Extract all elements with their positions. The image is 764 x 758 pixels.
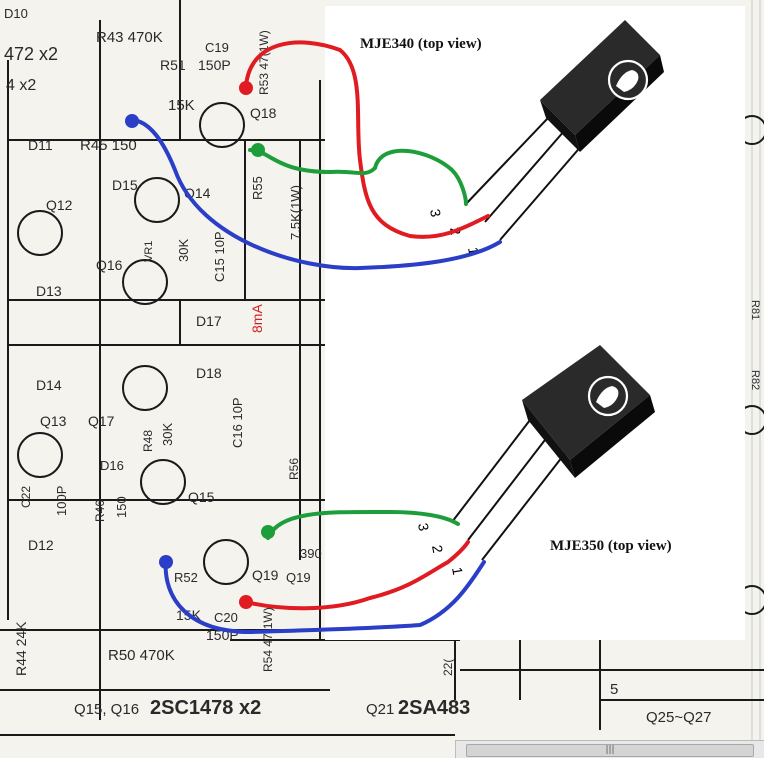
label-num22: 22( — [441, 659, 455, 676]
horizontal-scrollbar[interactable]: ||| — [455, 740, 764, 758]
label-num5: 5 — [610, 681, 618, 698]
label-c19-val: 150P — [198, 57, 231, 73]
mje340-base-solder-icon — [125, 114, 139, 128]
mje350-base-solder-icon — [159, 555, 173, 569]
label-r43: R43 470K — [96, 29, 163, 46]
overlay-panel-bottom — [325, 328, 745, 640]
mje350-emitter-wire — [266, 509, 460, 540]
label-r44: R44 24K — [13, 621, 29, 676]
mje340-pin-3: 3 — [427, 208, 444, 219]
label-current: 8mA — [249, 304, 265, 333]
label-q19: Q19 — [252, 567, 279, 583]
label-q16: Q16 — [96, 257, 123, 273]
label-footer-q25: Q25~Q27 — [646, 709, 711, 726]
mje350-pin-1: 1 — [449, 566, 466, 577]
mje350-title: MJE350 (top view) — [550, 538, 672, 554]
label-vr1-val: 30K — [176, 239, 191, 262]
label-c20: C20 — [214, 610, 238, 625]
mje350-pin-3: 3 — [415, 522, 432, 533]
label-top-4x2: 4 x2 — [6, 77, 36, 94]
label-d14: D14 — [36, 377, 62, 393]
label-footer-part2: 2SA483 — [398, 697, 470, 719]
label-num390: 390 — [300, 546, 322, 561]
label-c15: C15 10P — [212, 231, 227, 282]
mje350-base-wire — [163, 556, 486, 635]
mje340-emitter-wire — [248, 148, 468, 206]
label-r48: R48 — [141, 430, 155, 452]
label-r54: R54 47(1W) — [261, 607, 275, 672]
label-r46-val: 150 — [114, 496, 129, 518]
overlay-panel-top — [325, 6, 745, 328]
mje340-base-wire — [126, 117, 502, 271]
label-r48-val: 30K — [160, 423, 175, 446]
label-q13: Q13 — [40, 413, 67, 429]
label-q12: Q12 — [46, 197, 73, 213]
label-r82: R82 — [749, 370, 761, 390]
label-r53: R53 47(1W) — [257, 30, 271, 95]
mje350-package — [451, 345, 655, 563]
label-r51: R51 — [160, 57, 186, 73]
label-vr1: VR1 — [143, 241, 155, 262]
mje340-collector-wire — [244, 40, 490, 239]
label-q19b: Q19 — [286, 570, 311, 585]
label-d13: D13 — [36, 283, 62, 299]
scrollbar-thumb[interactable]: ||| — [466, 744, 754, 757]
label-c22: C22 — [19, 486, 33, 508]
label-d16: D16 — [100, 458, 124, 473]
label-c22-val: 100P — [54, 486, 69, 516]
label-r56: R56 — [287, 458, 301, 480]
label-q17: Q17 — [88, 413, 115, 429]
label-c16: C16 10P — [230, 397, 245, 448]
label-r55-val: 7.5K(1W) — [288, 185, 303, 240]
label-d12: D12 — [28, 537, 54, 553]
label-top-d10: D10 — [4, 6, 28, 21]
label-d11: D11 — [28, 137, 53, 153]
label-c19: C19 — [205, 40, 229, 55]
label-d18: D18 — [196, 365, 222, 381]
label-top-472: 472 x2 — [4, 44, 58, 64]
label-d15: D15 — [112, 177, 138, 193]
label-r46: R46 — [93, 500, 107, 522]
label-r55: R55 — [250, 176, 265, 200]
label-r51-val: 15K — [168, 97, 195, 114]
mje340-title: MJE340 (top view) — [360, 36, 482, 52]
mje350-emitter-solder-icon — [261, 525, 275, 539]
label-q18: Q18 — [250, 105, 277, 121]
label-r52: R52 — [174, 570, 198, 585]
label-r45: R45 150 — [80, 137, 137, 154]
mje350-collector-solder-icon — [239, 595, 253, 609]
label-footer-q21: Q21 — [366, 701, 394, 718]
mje340-emitter-solder-icon — [251, 143, 265, 157]
mje340-collector-solder-icon — [239, 81, 253, 95]
label-footer-q15: Q15, Q16 — [74, 701, 139, 718]
mje340-package — [464, 20, 664, 243]
label-d17: D17 — [196, 313, 222, 329]
label-footer-part1: 2SC1478 x2 — [150, 697, 261, 719]
mje350-pin-2: 2 — [429, 544, 446, 555]
label-q15: Q15 — [188, 489, 215, 505]
label-r81: R81 — [749, 300, 761, 320]
label-r50: R50 470K — [108, 647, 175, 664]
mje350-collector-wire — [244, 540, 470, 611]
mje340-pin-1: 1 — [465, 246, 482, 257]
